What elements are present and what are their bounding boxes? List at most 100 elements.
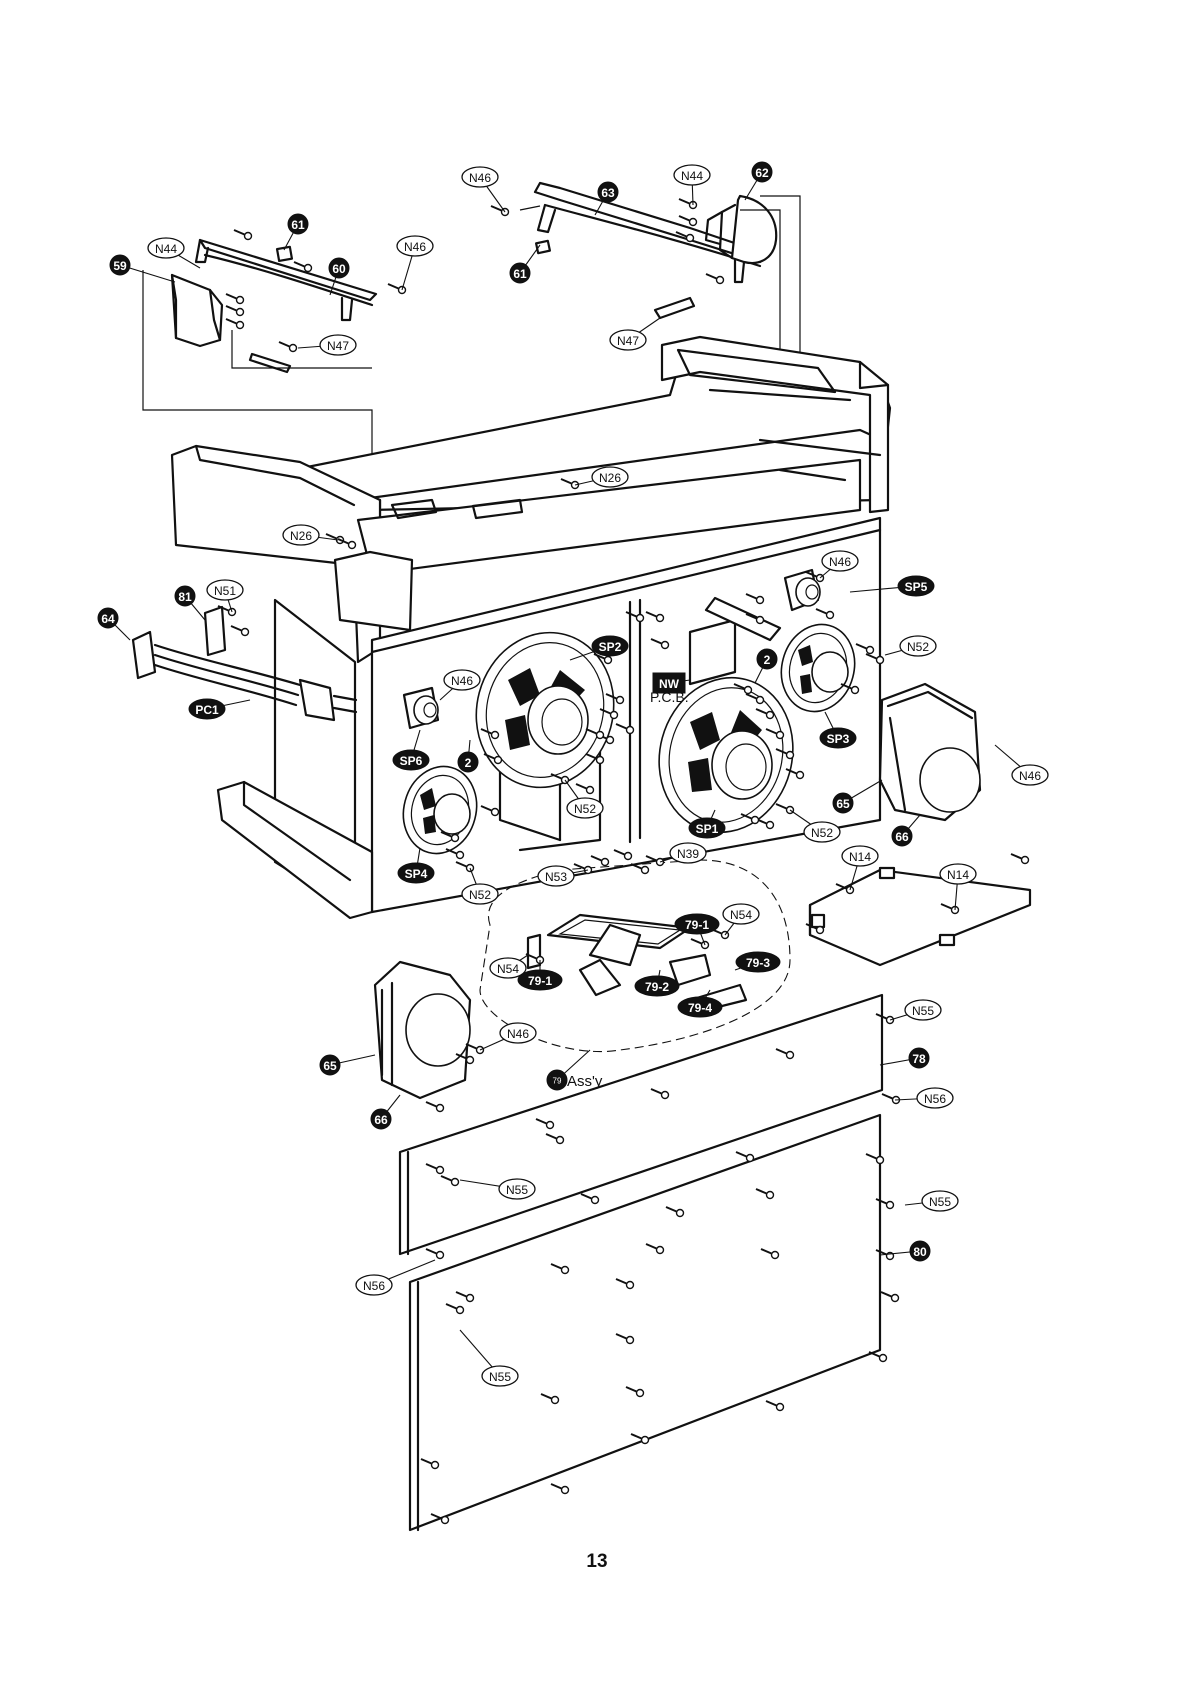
callout-text-n52-mid: N52 (574, 802, 596, 816)
callout-n56-right: N56 (917, 1088, 953, 1108)
callout-p66-right: 66 (892, 826, 912, 846)
callout-text-n54-right: N54 (730, 908, 752, 922)
screw (234, 230, 252, 240)
callout-n55-low: N55 (482, 1366, 518, 1386)
callout-n46-left: N46 (397, 236, 433, 256)
callout-n53: N53 (538, 866, 574, 886)
callout-text-n47-right: N47 (617, 334, 639, 348)
callout-text-n46-sp6: N46 (451, 674, 473, 688)
callout-text-n52-right-top: N52 (907, 640, 929, 654)
screw (226, 294, 244, 304)
callout-sp3: SP3 (820, 728, 856, 748)
callout-text-n54-left: N54 (497, 962, 519, 976)
callout-n51: N51 (207, 580, 243, 600)
callout-sp6: SP6 (393, 750, 429, 770)
callout-n44-left: N44 (148, 238, 184, 258)
screw (226, 306, 244, 316)
screw (551, 1484, 569, 1494)
page-number: 13 (586, 1551, 607, 1572)
callout-text-n46-left: N46 (404, 240, 426, 254)
speaker-box-left (375, 962, 470, 1098)
callout-text-n55-right: N55 (929, 1195, 951, 1209)
speaker-box-right (880, 684, 980, 820)
callout-text-n14-a: N14 (849, 850, 871, 864)
screw (679, 199, 697, 209)
callout-text-sp1: SP1 (696, 822, 719, 836)
cabinet-body (172, 337, 890, 918)
callout-p60: 60 (329, 258, 349, 278)
callout-text-n14-b: N14 (947, 868, 969, 882)
callout-text-sp3: SP3 (827, 732, 850, 746)
callout-p79-2: 79-2 (635, 976, 679, 996)
callout-text-p78: 78 (912, 1052, 926, 1066)
callout-text-p65-right: 65 (836, 797, 850, 811)
callout-text-p2-left: 2 (465, 756, 472, 770)
callout-n47-left: N47 (320, 335, 356, 355)
callout-text-n52-right-low: N52 (811, 826, 833, 840)
assy-text: Ass'y (567, 1073, 603, 1090)
callout-text-p66-left: 66 (374, 1113, 388, 1127)
callout-text-sp4: SP4 (405, 867, 428, 881)
callout-n52-left-low: N52 (462, 884, 498, 904)
screw (882, 1094, 900, 1104)
callout-p80: 80 (910, 1241, 930, 1261)
callout-text-p64: 64 (101, 612, 115, 626)
callout-p65-right: 65 (833, 793, 853, 813)
screw (706, 274, 724, 284)
callout-p79-4: 79-4 (678, 997, 722, 1017)
callout-n46-sp5: N46 (822, 551, 858, 571)
callout-text-p79-1-low: 79-1 (528, 974, 552, 988)
callout-p79-1-top: 79-1 (675, 914, 719, 934)
callout-n56-left: N56 (356, 1275, 392, 1295)
callout-text-n52-left-low: N52 (469, 888, 491, 902)
callout-text-n55-low: N55 (489, 1370, 511, 1384)
callout-p63: 63 (598, 182, 618, 202)
callout-text-p81: 81 (178, 590, 192, 604)
screw (881, 1292, 899, 1302)
callout-text-n56-right: N56 (924, 1092, 946, 1106)
callout-p79-3: 79-3 (736, 952, 780, 972)
svg-text:79: 79 (553, 1077, 562, 1086)
callout-p65-left: 65 (320, 1055, 340, 1075)
screw (869, 1352, 887, 1362)
callout-text-sp5: SP5 (905, 580, 928, 594)
callout-n47-right: N47 (610, 330, 646, 350)
callout-n55-mid: N55 (499, 1179, 535, 1199)
callout-n54-right: N54 (723, 904, 759, 924)
callout-n14-b: N14 (940, 864, 976, 884)
callout-text-p61-top: 61 (291, 218, 305, 232)
callout-p2-right: 2 (757, 649, 777, 669)
callout-text-n51: N51 (214, 584, 236, 598)
callout-text-p79-3: 79-3 (746, 956, 770, 970)
callout-n52-right-top: N52 (900, 636, 936, 656)
callout-pc1: PC1 (189, 699, 225, 719)
screw (466, 1044, 484, 1054)
callout-text-n44-left: N44 (155, 242, 177, 256)
speaker-sp6-tweeter (404, 688, 438, 728)
callout-p64: 64 (98, 608, 118, 628)
callout-text-n26-left: N26 (290, 529, 312, 543)
callout-p79-1-low: 79-1 (518, 970, 562, 990)
pcb-label: P.C.B. (650, 689, 689, 705)
callout-text-p79-2: 79-2 (645, 980, 669, 994)
callout-text-n46-sp5: N46 (829, 555, 851, 569)
callout-n26-left: N26 (283, 525, 319, 545)
callout-n39: N39 (670, 843, 706, 863)
callout-p66-left: 66 (371, 1109, 391, 1129)
callout-text-p63: 63 (601, 186, 615, 200)
side-bracket (810, 868, 1030, 965)
callout-text-sp6: SP6 (400, 754, 423, 768)
callout-text-p61-mid: 61 (513, 267, 527, 281)
callout-n55-top: N55 (905, 1000, 941, 1020)
callout-text-n44-top-right: N44 (681, 169, 703, 183)
callout-p59: 59 (110, 255, 130, 275)
callout-text-n46-right-mid: N46 (1019, 769, 1041, 783)
callout-text-n55-top: N55 (912, 1004, 934, 1018)
callout-p78: 78 (909, 1048, 929, 1068)
callout-sp5: SP5 (898, 576, 934, 596)
screw (631, 864, 649, 874)
callout-p61-top: 61 (288, 214, 308, 234)
callout-text-p62: 62 (755, 166, 769, 180)
screw (426, 1249, 444, 1259)
